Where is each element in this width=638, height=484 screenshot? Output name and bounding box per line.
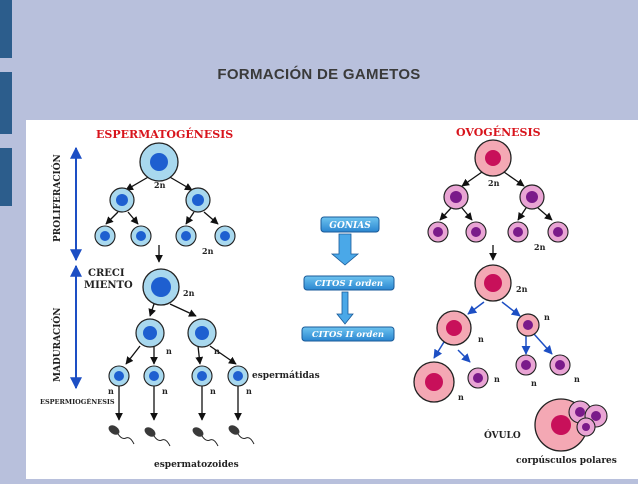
oogonium-small-3 [507,221,529,243]
spermatozoa-label: espermatozoides [154,460,239,470]
citos1-box [303,275,395,291]
spermatogenesis-heading: ESPERMATOGÉNESIS [96,127,233,141]
oogonium-small-4 [547,221,569,243]
sperm-2n-label-a: 2n [154,180,166,190]
egg-n-label-f: n [574,374,580,384]
first-polar-body [516,313,540,337]
egg-n-label-e: n [531,378,537,388]
sperm-2n-label-b: 2n [202,246,214,256]
gonias-label: GONIAS [329,221,371,231]
second-polar-body-c [549,354,571,376]
growth-label-line1: CRECI [88,268,125,279]
sperm-n-label-f: n [246,386,252,396]
oogenesis-arrows-black [439,171,553,261]
gametogenesis-diagram: ESPERMATOGÉNESIS PROLIFERACIÓN MADURACIÓ… [40,125,617,470]
second-polar-body-b [515,354,537,376]
spermatozoon-3 [192,427,219,447]
spermatogonium-right [185,187,211,213]
spermatogonium-left [109,187,135,213]
citos2-label: CITOS II orden [312,330,384,340]
sperm-n-label-a: n [166,346,172,356]
egg-n-label-c: n [458,392,464,402]
spermatozoon-2 [144,427,171,447]
oogonium-small-2 [465,221,487,243]
egg-2n-label-c: 2n [516,284,528,294]
oogonium-small-1 [427,221,449,243]
spermatogonium-small-4 [214,225,236,247]
polar-body-3 [576,417,596,437]
polar-bodies-label: corpúsculos polares [516,455,617,466]
gametogenesis-figure: ESPERMATOGÉNESIS PROLIFERACIÓN MADURACIÓ… [26,120,638,479]
egg-n-label-a: n [478,334,484,344]
primary-oocyte [474,264,512,302]
second-polar-body-a [467,367,489,389]
egg-2n-label-a: 2n [488,178,500,188]
sperm-2n-label-c: 2n [183,288,195,298]
sperm-n-label-d: n [162,386,168,396]
egg-n-label-d: n [494,374,500,384]
secondary-oocyte [436,310,472,346]
oogonium-right [519,184,545,210]
oogonium-left [443,184,469,210]
oogonium-top [474,139,512,177]
spermatozoon-1 [108,425,135,445]
oogenesis-heading: OVOGÉNESIS [456,125,541,139]
proliferation-label: PROLIFERACIÓN [51,154,63,242]
citos1-label: CITOS I orden [315,279,383,289]
secondary-spermatocyte-right [187,318,217,348]
spermatogenesis-arrows [105,175,242,421]
spermatogonium-top [139,142,179,182]
spermatid-4 [227,365,249,387]
spermatid-1 [108,365,130,387]
ootid [413,361,455,403]
spermatogonium-small-3 [175,225,197,247]
citos2-box [301,326,395,342]
sidebar-accent-top [0,0,12,58]
sperm-n-label-b: n [214,346,220,356]
spermatozoon-4 [228,425,255,445]
spermatids-label: espermátidas [252,370,320,381]
ovule-label: ÓVULO [484,429,521,441]
egg-n-label-b: n [544,312,550,322]
sperm-n-label-c: n [108,386,114,396]
spermatid-2 [143,365,165,387]
sidebar-accent-bottom [0,148,12,206]
spermatid-3 [191,365,213,387]
spermatogonium-small-2 [130,225,152,247]
spermatogonium-small-1 [94,225,116,247]
maturation-label: MADURACIÓN [51,307,63,382]
slide-title: FORMACIÓN DE GAMETOS [217,66,421,83]
growth-label-line2: MIENTO [84,280,133,291]
egg-2n-label-b: 2n [534,242,546,252]
gonias-box [320,216,380,233]
sperm-n-label-e: n [210,386,216,396]
gonias-to-citos1-arrow [330,233,360,266]
oogenesis-arrows-blue [433,301,553,363]
secondary-spermatocyte-left [135,318,165,348]
citos1-to-citos2-arrow [336,291,354,325]
sidebar-accent-middle [0,72,12,134]
spermiogenesis-label: ESPERMIOGÉNESIS [40,397,115,406]
primary-spermatocyte [142,268,180,306]
